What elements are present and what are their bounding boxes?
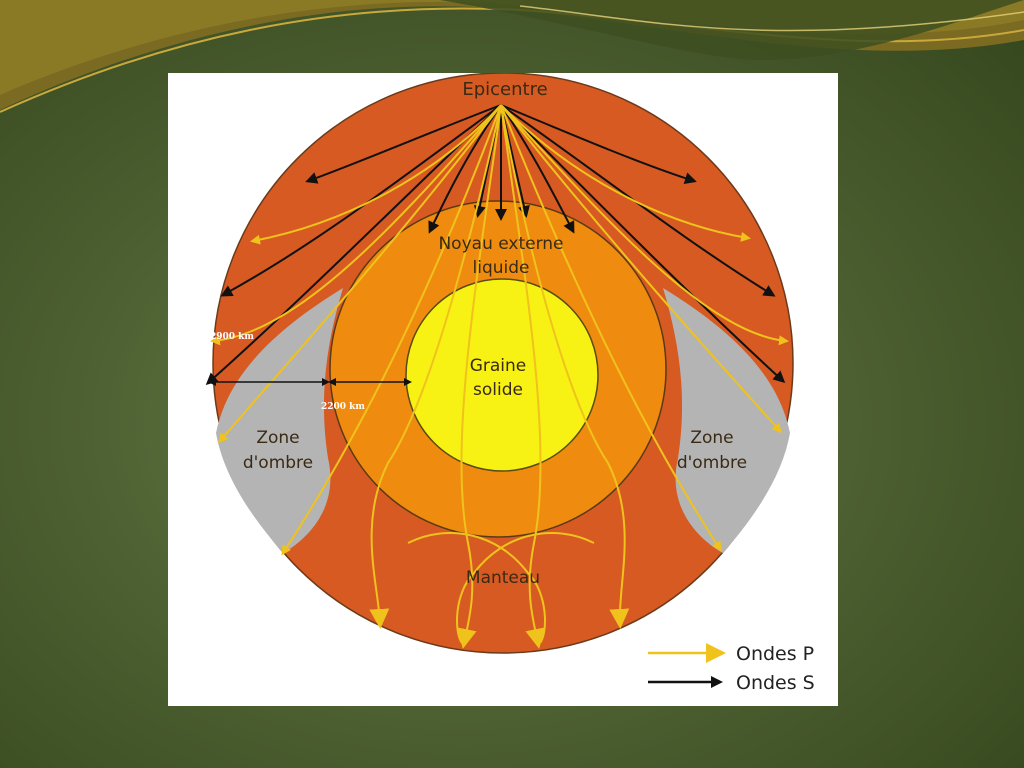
inner-core-label: Graine bbox=[470, 356, 527, 376]
measure-2900-label: 2900 km bbox=[210, 332, 254, 342]
shadow-zone-left-label-2: d'ombre bbox=[243, 453, 313, 473]
shadow-zone-right-label-2: d'ombre bbox=[677, 453, 747, 473]
outer-core-label-2: liquide bbox=[473, 258, 530, 278]
legend: Ondes P Ondes S bbox=[648, 643, 815, 694]
mantle-label: Manteau bbox=[466, 568, 540, 588]
epicentre-label: Epicentre bbox=[462, 79, 547, 100]
legend-s-wave-label: Ondes S bbox=[736, 672, 815, 694]
outer-core-label: Noyau externe bbox=[438, 234, 563, 254]
shadow-zone-right-label: Zone bbox=[690, 428, 733, 448]
measure-2200-label: 2200 km bbox=[321, 402, 365, 412]
shadow-zone-left-label: Zone bbox=[256, 428, 299, 448]
inner-core-label-2: solide bbox=[473, 380, 523, 400]
legend-p-wave-label: Ondes P bbox=[736, 643, 814, 665]
earth-seismic-diagram: 2900 km 2200 km Epicentre Noyau externe … bbox=[168, 73, 838, 706]
